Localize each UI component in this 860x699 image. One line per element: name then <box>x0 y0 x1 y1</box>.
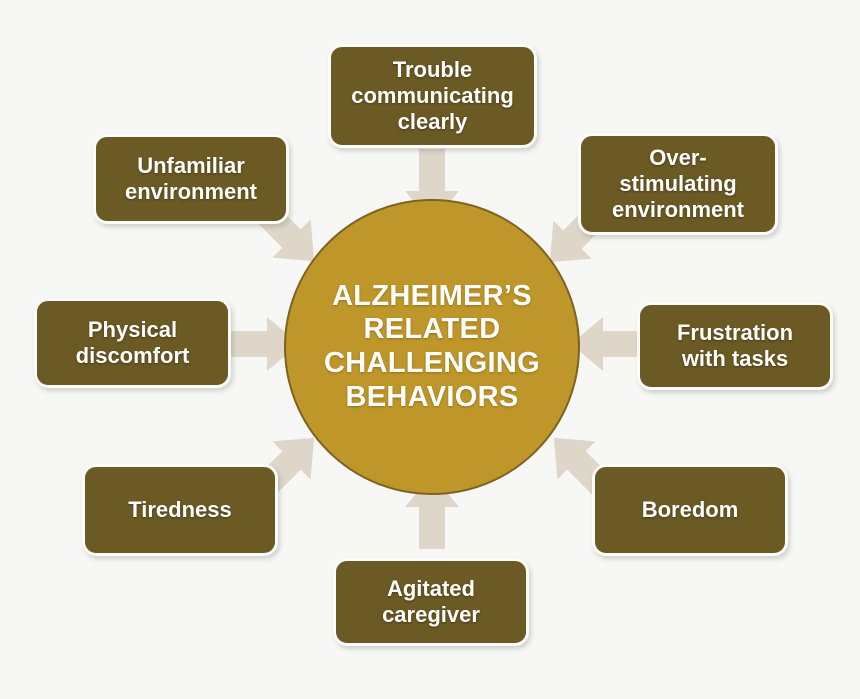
cause-box-label-trouble-communicating-clearly: Trouble communicating clearly <box>351 57 514 134</box>
arrow-from-physical-discomfort <box>225 317 299 371</box>
cause-box-over-stimulating-environment[interactable]: Over- stimulating environment <box>578 133 778 235</box>
cause-box-trouble-communicating-clearly[interactable]: Trouble communicating clearly <box>328 44 537 148</box>
center-circle-alzheimers-related-challenging-behaviors: ALZHEIMER’S RELATED CHALLENGING BEHAVIOR… <box>284 199 580 495</box>
cause-box-label-agitated-caregiver: Agitated caregiver <box>382 576 480 627</box>
cause-box-agitated-caregiver[interactable]: Agitated caregiver <box>333 558 529 646</box>
cause-box-frustration-with-tasks[interactable]: Frustration with tasks <box>637 302 833 390</box>
cause-box-label-tiredness: Tiredness <box>128 497 232 523</box>
arrow-from-frustration-with-tasks <box>571 317 645 371</box>
cause-box-label-unfamiliar-environment: Unfamiliar environment <box>124 153 258 204</box>
cause-box-physical-discomfort[interactable]: Physical discomfort <box>34 298 231 388</box>
cause-box-unfamiliar-environment[interactable]: Unfamiliar environment <box>93 134 289 224</box>
cause-box-label-over-stimulating-environment: Over- stimulating environment <box>611 145 745 222</box>
cause-box-label-physical-discomfort: Physical discomfort <box>75 317 190 368</box>
cause-box-tiredness[interactable]: Tiredness <box>82 464 278 556</box>
cause-box-boredom[interactable]: Boredom <box>592 464 788 556</box>
cause-box-label-boredom: Boredom <box>641 497 739 523</box>
cause-box-label-frustration-with-tasks: Frustration with tasks <box>676 320 794 371</box>
center-circle-label: ALZHEIMER’S RELATED CHALLENGING BEHAVIOR… <box>324 279 540 413</box>
